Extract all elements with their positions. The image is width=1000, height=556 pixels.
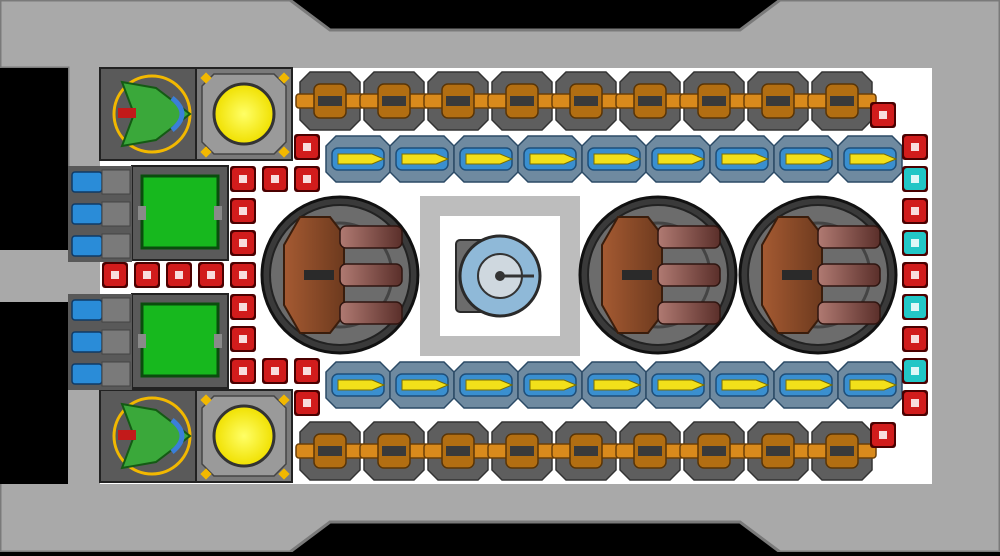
heavy-turret	[738, 195, 898, 355]
blue-missile	[645, 135, 711, 183]
orange-cannon	[679, 421, 749, 481]
blue-missile	[453, 361, 519, 409]
blue-missile	[581, 361, 647, 409]
orange-cannon	[295, 421, 365, 481]
blue-missile	[645, 361, 711, 409]
armor-block	[902, 326, 928, 352]
orange-cannon	[743, 421, 813, 481]
blue-missile	[453, 135, 519, 183]
heavy-turret	[260, 195, 420, 355]
orange-cannon	[551, 71, 621, 131]
armor-block	[198, 262, 224, 288]
thruster	[68, 294, 132, 326]
armor-block	[902, 262, 928, 288]
cargo-panel	[131, 165, 229, 261]
thruster	[68, 358, 132, 390]
armor-block	[294, 390, 320, 416]
blue-missile	[837, 135, 903, 183]
hull-mid-strip	[0, 250, 68, 302]
orange-cannon	[551, 421, 621, 481]
armor-block	[230, 358, 256, 384]
orange-cannon	[679, 71, 749, 131]
blue-missile	[581, 135, 647, 183]
orange-cannon	[295, 71, 365, 131]
orange-cannon	[743, 71, 813, 131]
armor-block	[166, 262, 192, 288]
armor-block	[262, 358, 288, 384]
blue-missile	[709, 135, 775, 183]
energy-core	[195, 389, 293, 483]
armor-block	[134, 262, 160, 288]
armor-block	[902, 198, 928, 224]
fighter-bay	[99, 67, 197, 161]
orange-cannon	[359, 71, 429, 131]
orange-cannon	[487, 71, 557, 131]
shield-block	[902, 294, 928, 320]
orange-cannon	[615, 71, 685, 131]
hull-notch-left	[0, 68, 68, 250]
hull-notch-left-lower	[0, 302, 68, 484]
armor-block	[230, 230, 256, 256]
blue-missile	[837, 361, 903, 409]
orange-cannon	[807, 71, 877, 131]
blue-missile	[709, 361, 775, 409]
thruster	[68, 198, 132, 230]
blue-missile	[389, 361, 455, 409]
orange-cannon	[423, 421, 493, 481]
armor-block	[294, 358, 320, 384]
orange-cannon	[807, 421, 877, 481]
reactor-dome	[452, 228, 548, 324]
shield-block	[902, 230, 928, 256]
armor-block	[902, 390, 928, 416]
thruster	[68, 326, 132, 358]
blue-missile	[325, 361, 391, 409]
orange-cannon	[359, 421, 429, 481]
heavy-turret	[578, 195, 738, 355]
armor-block	[870, 422, 896, 448]
energy-core	[195, 67, 293, 161]
armor-block	[294, 134, 320, 160]
armor-block	[294, 166, 320, 192]
armor-block	[870, 102, 896, 128]
orange-cannon	[423, 71, 493, 131]
armor-block	[262, 166, 288, 192]
armor-block	[230, 294, 256, 320]
armor-block	[902, 134, 928, 160]
blue-missile	[517, 135, 583, 183]
blue-missile	[517, 361, 583, 409]
blue-missile	[773, 361, 839, 409]
blue-missile	[325, 135, 391, 183]
blue-missile	[389, 135, 455, 183]
shield-block	[902, 166, 928, 192]
orange-cannon	[487, 421, 557, 481]
shield-block	[902, 358, 928, 384]
fighter-bay	[99, 389, 197, 483]
armor-block	[230, 166, 256, 192]
thruster	[68, 230, 132, 262]
thruster	[68, 166, 132, 198]
armor-block	[230, 262, 256, 288]
orange-cannon	[615, 421, 685, 481]
blue-missile	[773, 135, 839, 183]
armor-block	[230, 198, 256, 224]
cargo-panel	[131, 293, 229, 389]
armor-block	[102, 262, 128, 288]
armor-block	[230, 326, 256, 352]
